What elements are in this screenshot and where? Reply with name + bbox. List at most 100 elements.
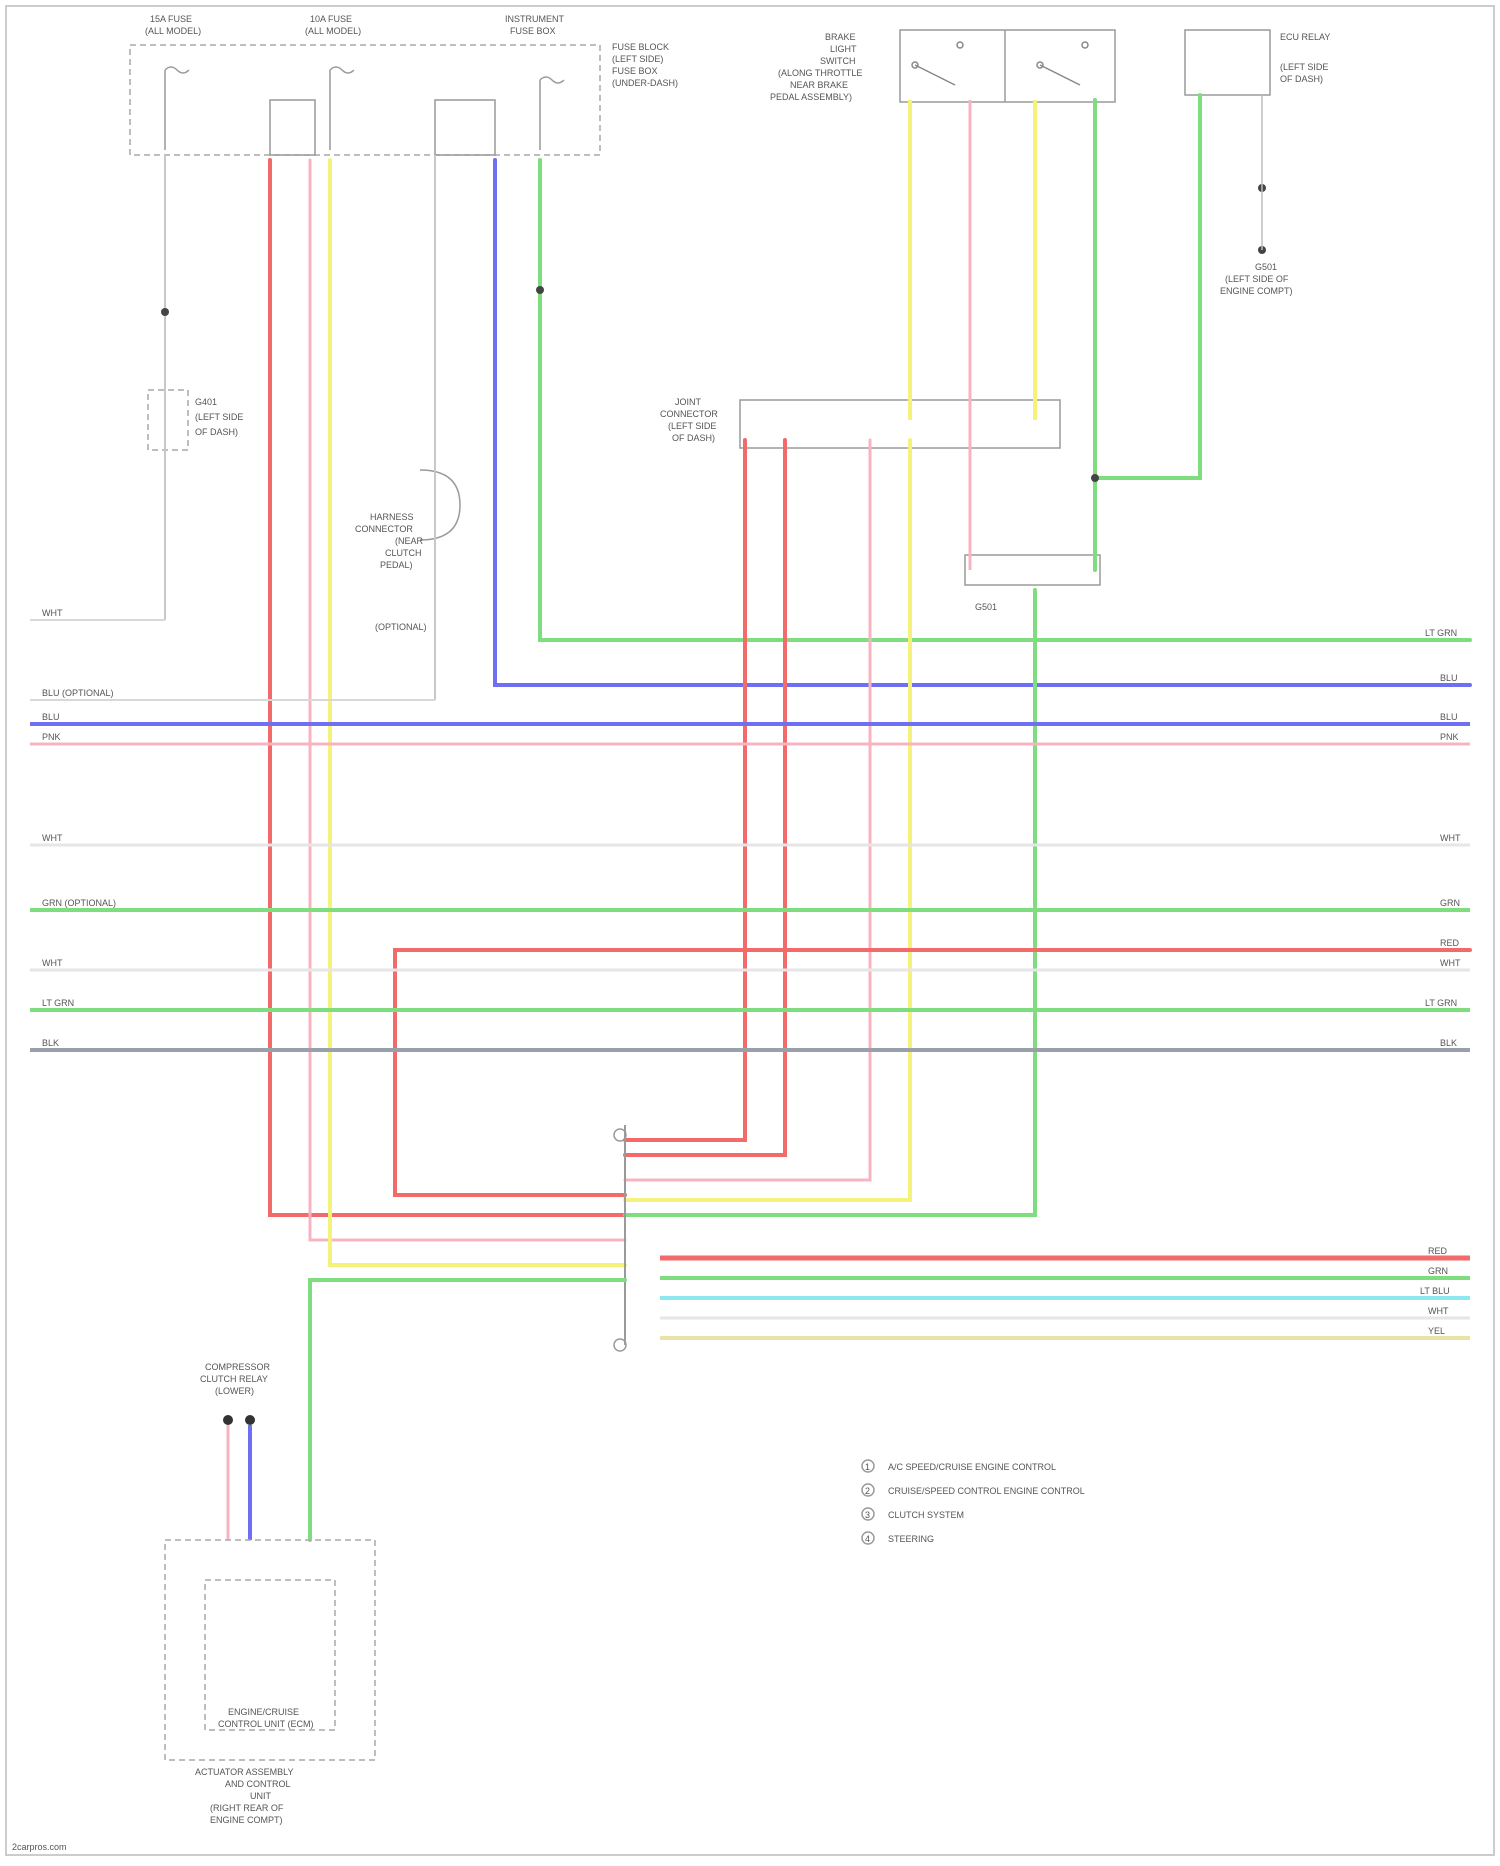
optional-note: (OPTIONAL) (375, 622, 427, 632)
svg-text:NEAR BRAKE: NEAR BRAKE (790, 80, 848, 90)
svg-text:BLK: BLK (1440, 1038, 1457, 1048)
svg-text:ENGINE COMPT): ENGINE COMPT) (210, 1815, 283, 1825)
svg-text:(LEFT SIDE: (LEFT SIDE (668, 421, 716, 431)
svg-text:CONTROL UNIT (ECM): CONTROL UNIT (ECM) (218, 1719, 314, 1729)
svg-text:LT GRN: LT GRN (42, 998, 74, 1008)
svg-text:JOINT: JOINT (675, 397, 702, 407)
svg-text:YEL: YEL (1428, 1326, 1445, 1336)
actuator-caption: ACTUATOR ASSEMBLY AND CONTROL UNIT (RIGH… (195, 1767, 294, 1825)
svg-text:(LEFT SIDE: (LEFT SIDE (195, 412, 243, 422)
fuse-block-caption: FUSE BLOCK (LEFT SIDE) FUSE BOX (UNDER-D… (612, 42, 678, 88)
svg-text:LT GRN: LT GRN (1425, 628, 1457, 638)
brake-switch-box (900, 30, 1115, 102)
fuse-a-sub: (ALL MODEL) (145, 26, 201, 36)
svg-text:BRAKE: BRAKE (825, 32, 856, 42)
compressor-terminal-2 (245, 1415, 255, 1425)
svg-text:LT GRN: LT GRN (1425, 998, 1457, 1008)
svg-text:OF DASH): OF DASH) (1280, 74, 1323, 84)
svg-text:CLUTCH: CLUTCH (385, 548, 422, 558)
legend: 1 A/C SPEED/CRUISE ENGINE CONTROL 2 CRUI… (862, 1460, 1085, 1544)
svg-text:WHT: WHT (42, 833, 63, 843)
junction-caption: JOINT CONNECTOR (LEFT SIDE OF DASH) (660, 397, 718, 443)
harness-connector-symbol (420, 470, 460, 540)
svg-text:BLU: BLU (1440, 712, 1458, 722)
svg-text:PNK: PNK (42, 732, 61, 742)
ecu-ground-label: G501 (975, 602, 997, 612)
svg-text:GRN: GRN (1440, 898, 1460, 908)
fuse-symbols (165, 67, 564, 155)
svg-text:(LEFT SIDE OF: (LEFT SIDE OF (1225, 274, 1289, 284)
svg-text:PNK: PNK (1440, 732, 1459, 742)
svg-text:4: 4 (865, 1534, 870, 1544)
svg-text:RED: RED (1440, 938, 1460, 948)
ground-left-caption: G401 (LEFT SIDE OF DASH) (195, 397, 243, 437)
svg-text:(LEFT SIDE: (LEFT SIDE (1280, 62, 1328, 72)
svg-text:SWITCH: SWITCH (820, 56, 856, 66)
svg-text:CONNECTOR: CONNECTOR (660, 409, 718, 419)
svg-text:OF DASH): OF DASH) (195, 427, 238, 437)
bus-left-labels: WHT BLU (OPTIONAL) BLU PNK WHT GRN (OPTI… (42, 608, 116, 1048)
ecu-relay-caption: ECU RELAY (LEFT SIDE OF DASH) (1280, 32, 1330, 84)
watermark: 2carpros.com (12, 1842, 67, 1852)
fuse-c-sub: FUSE BOX (510, 26, 556, 36)
svg-text:ENGINE/CRUISE: ENGINE/CRUISE (228, 1707, 299, 1717)
svg-text:STEERING: STEERING (888, 1534, 934, 1544)
svg-text:WHT: WHT (1428, 1306, 1449, 1316)
svg-text:WHT: WHT (42, 958, 63, 968)
svg-text:(UNDER-DASH): (UNDER-DASH) (612, 78, 678, 88)
svg-text:G501: G501 (1255, 262, 1277, 272)
joint-connector-box (740, 400, 1060, 448)
svg-text:FUSE BLOCK: FUSE BLOCK (612, 42, 669, 52)
svg-text:2: 2 (865, 1486, 870, 1496)
svg-text:GRN: GRN (1428, 1266, 1448, 1276)
svg-text:WHT: WHT (42, 608, 63, 618)
svg-text:HARNESS: HARNESS (370, 512, 414, 522)
svg-text:BLU: BLU (1440, 673, 1458, 683)
svg-text:G401: G401 (195, 397, 217, 407)
bus-right-labels: LT GRN BLU BLU PNK WHT GRN RED WHT LT GR… (1425, 628, 1461, 1048)
relay-output-box (965, 555, 1100, 585)
fuse-c-label: INSTRUMENT (505, 14, 564, 24)
svg-text:CLUTCH SYSTEM: CLUTCH SYSTEM (888, 1510, 964, 1520)
svg-text:(ALONG THROTTLE: (ALONG THROTTLE (778, 68, 862, 78)
g401-ground-box (148, 390, 188, 450)
svg-text:ENGINE COMPT): ENGINE COMPT) (1220, 286, 1293, 296)
fuse-block-outline (130, 45, 600, 155)
svg-text:WHT: WHT (1440, 833, 1461, 843)
svg-text:GRN (OPTIONAL): GRN (OPTIONAL) (42, 898, 116, 908)
svg-text:OF DASH): OF DASH) (672, 433, 715, 443)
svg-text:(RIGHT REAR OF: (RIGHT REAR OF (210, 1803, 284, 1813)
svg-text:RED: RED (1428, 1246, 1448, 1256)
main-ecu-label: ENGINE/CRUISE CONTROL UNIT (ECM) (218, 1707, 314, 1729)
svg-text:1: 1 (865, 1462, 870, 1472)
relay-ground-caption: G501 (LEFT SIDE OF ENGINE COMPT) (1220, 262, 1293, 296)
svg-text:ECU RELAY: ECU RELAY (1280, 32, 1330, 42)
brake-switch-caption: BRAKE LIGHT SWITCH (ALONG THROTTLE NEAR … (770, 32, 862, 102)
svg-text:LT BLU: LT BLU (1420, 1286, 1450, 1296)
svg-text:PEDAL ASSEMBLY): PEDAL ASSEMBLY) (770, 92, 852, 102)
svg-text:LIGHT: LIGHT (830, 44, 857, 54)
compressor-caption: COMPRESSOR CLUTCH RELAY (LOWER) (200, 1362, 271, 1396)
svg-text:FUSE BOX: FUSE BOX (612, 66, 658, 76)
svg-text:BLK: BLK (42, 1038, 59, 1048)
svg-text:UNIT: UNIT (250, 1791, 271, 1801)
fuse-b-sub: (ALL MODEL) (305, 26, 361, 36)
svg-text:(LOWER): (LOWER) (215, 1386, 254, 1396)
svg-text:BLU (OPTIONAL): BLU (OPTIONAL) (42, 688, 114, 698)
svg-text:BLU: BLU (42, 712, 60, 722)
switch-contacts (912, 42, 1088, 85)
svg-text:COMPRESSOR: COMPRESSOR (205, 1362, 271, 1372)
right-connector-wires (660, 1258, 1470, 1338)
svg-text:(LEFT SIDE): (LEFT SIDE) (612, 54, 663, 64)
fuse-b-label: 10A FUSE (310, 14, 352, 24)
svg-text:A/C SPEED/CRUISE ENGINE CONTRO: A/C SPEED/CRUISE ENGINE CONTROL (888, 1462, 1056, 1472)
svg-text:WHT: WHT (1440, 958, 1461, 968)
compressor-terminal-1 (223, 1415, 233, 1425)
svg-text:(NEAR: (NEAR (395, 536, 424, 546)
harness-caption: HARNESS CONNECTOR (NEAR CLUTCH PEDAL) (355, 512, 424, 570)
svg-text:CRUISE/SPEED CONTROL ENGINE CO: CRUISE/SPEED CONTROL ENGINE CONTROL (888, 1486, 1085, 1496)
svg-text:PEDAL): PEDAL) (380, 560, 413, 570)
svg-text:ACTUATOR ASSEMBLY: ACTUATOR ASSEMBLY (195, 1767, 294, 1777)
svg-text:CONNECTOR: CONNECTOR (355, 524, 413, 534)
